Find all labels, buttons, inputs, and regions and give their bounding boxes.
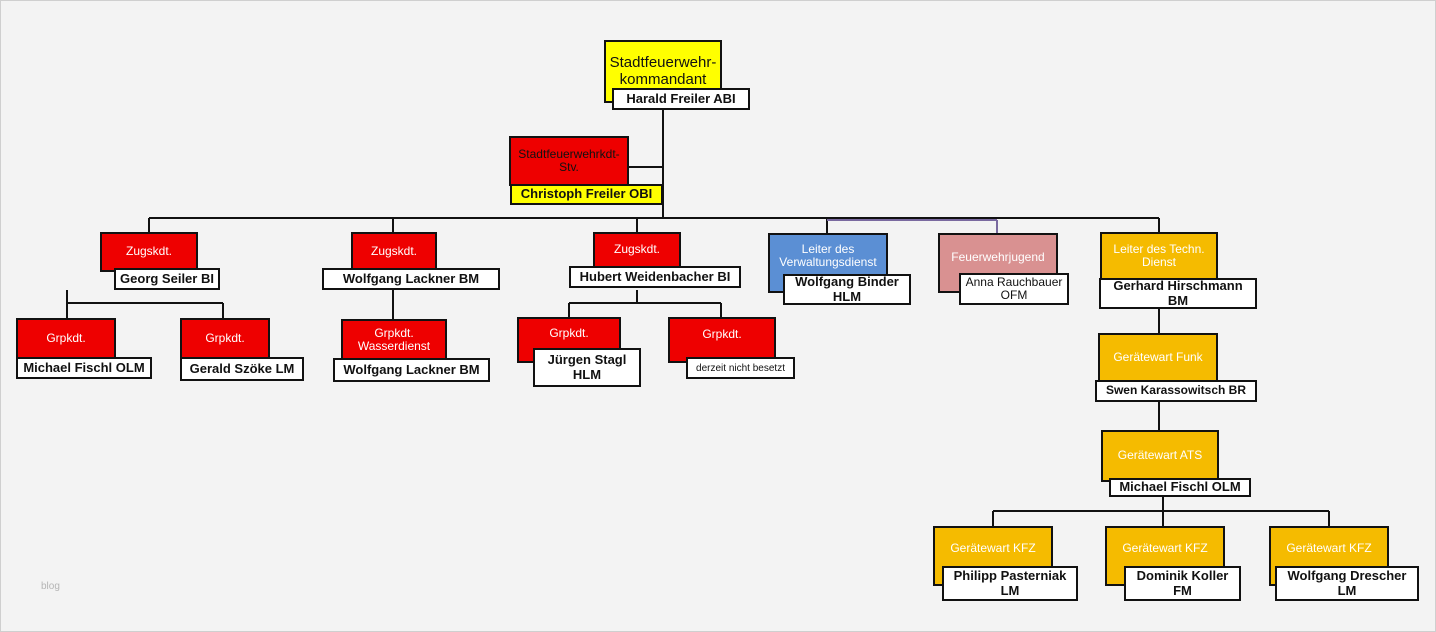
tech-name-box: Gerhard Hirschmann BM bbox=[1099, 278, 1257, 309]
ats-role-box: Gerätewart ATS bbox=[1101, 430, 1219, 482]
zug1-name-box: Georg Seiler BI bbox=[114, 268, 220, 290]
watermark-text: blog bbox=[41, 581, 60, 592]
admin-name-box: Wolfgang Binder HLM bbox=[783, 274, 911, 305]
grp1a-name-box: Michael Fischl OLM bbox=[16, 357, 152, 379]
funk-role-box: Gerätewart Funk bbox=[1098, 333, 1218, 383]
youth-name-box: Anna Rauchbauer OFM bbox=[959, 273, 1069, 305]
grp1a-role-box: Grpkdt. bbox=[16, 318, 116, 360]
deputy-role-box: Stadtfeuerwehrkdt-Stv. bbox=[509, 136, 629, 186]
grp3a-name-box: Jürgen Stagl HLM bbox=[533, 348, 641, 387]
grp2a-role-box: Grpkdt. Wasserdienst bbox=[341, 319, 447, 361]
zug2-name-box: Wolfgang Lackner BM bbox=[322, 268, 500, 290]
funk-name-box: Swen Karassowitsch BR bbox=[1095, 380, 1257, 402]
deputy-name-box: Christoph Freiler OBI bbox=[510, 184, 663, 205]
kfz1-name-box: Philipp Pasterniak LM bbox=[942, 566, 1078, 601]
zug3-name-box: Hubert Weidenbacher BI bbox=[569, 266, 741, 288]
grp1b-name-box: Gerald Szöke LM bbox=[180, 357, 304, 381]
grp2a-name-box: Wolfgang Lackner BM bbox=[333, 358, 490, 382]
ats-name-box: Michael Fischl OLM bbox=[1109, 478, 1251, 497]
grp1b-role-box: Grpkdt. bbox=[180, 318, 270, 360]
kfz2-name-box: Dominik Koller FM bbox=[1124, 566, 1241, 601]
zug3-role-box: Zugskdt. bbox=[593, 232, 681, 268]
chief-name-box: Harald Freiler ABI bbox=[612, 88, 750, 110]
tech-role-box: Leiter des Techn. Dienst bbox=[1100, 232, 1218, 280]
kfz3-name-box: Wolfgang Drescher LM bbox=[1275, 566, 1419, 601]
zug2-role-box: Zugskdt. bbox=[351, 232, 437, 272]
grp3b-name-box: derzeit nicht besetzt bbox=[686, 357, 795, 379]
zug1-role-box: Zugskdt. bbox=[100, 232, 198, 272]
